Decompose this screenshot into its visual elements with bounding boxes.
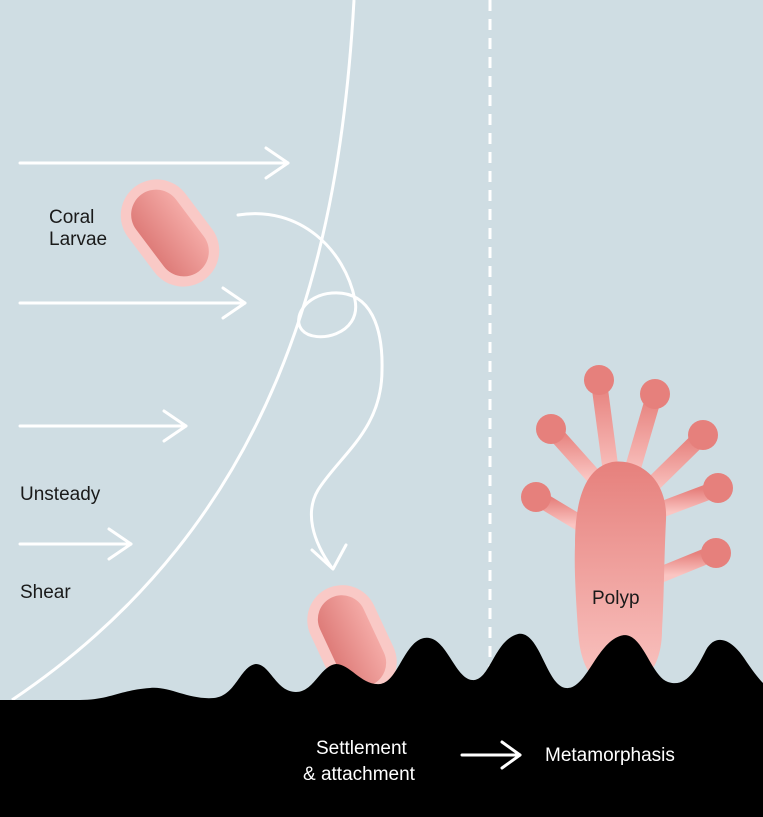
settlement-label-line2: & attachment — [303, 764, 416, 785]
coral-larvae-label-line1: Coral — [49, 207, 94, 228]
settlement-label-line1: Settlement — [316, 738, 408, 759]
metamorphosis-label: Metamorphasis — [545, 745, 675, 766]
shear-label: Shear — [20, 582, 71, 603]
coral-larvae-label-line2: Larvae — [49, 229, 107, 250]
unsteady-label: Unsteady — [20, 484, 101, 505]
polyp-label: Polyp — [592, 588, 640, 609]
